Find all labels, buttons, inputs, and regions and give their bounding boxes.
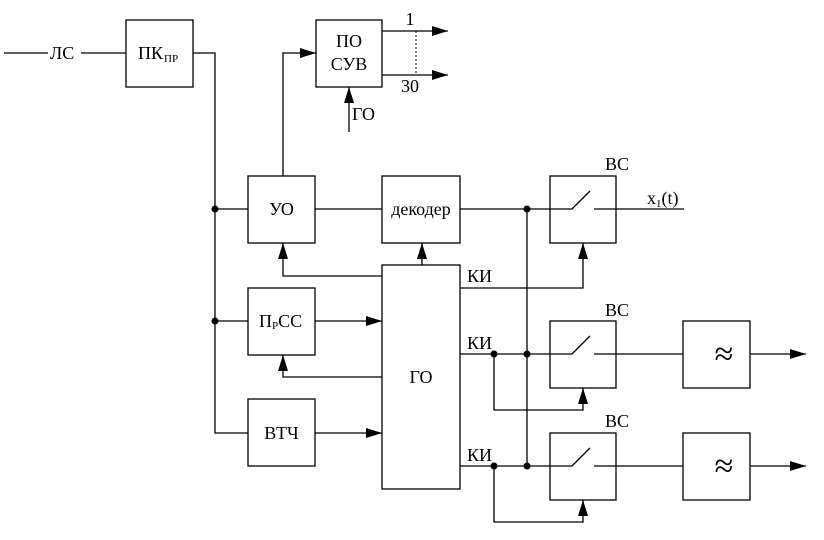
- receiver-converter-subscript: ПР: [164, 53, 178, 65]
- sync-decoder-label-2: СУВ: [331, 54, 368, 74]
- output-30-label: 30: [401, 76, 419, 96]
- switch-2-label: ВС: [605, 300, 629, 320]
- receiver-converter-label: ПК: [138, 43, 164, 63]
- junction-dot: [523, 205, 531, 213]
- switch-3-label: ВС: [605, 411, 629, 431]
- junction-dot: [211, 317, 219, 325]
- filter-icon: ≈: [715, 336, 734, 373]
- go-to-prss-arrow: [278, 355, 382, 378]
- generator-block: ГО: [381, 264, 461, 490]
- output-1-label: 1: [406, 9, 415, 29]
- go-to-uo-arrow: [278, 243, 382, 277]
- junction-dot: [523, 350, 531, 358]
- ki-3-to-switch-3: [493, 466, 588, 523]
- sync-decoder-label-1: ПО: [336, 31, 362, 51]
- decoder-block: декодер: [381, 175, 461, 244]
- uo-to-posuv-arrow: [282, 48, 316, 176]
- switch-3-block: ВС: [549, 411, 629, 501]
- ki-label-1: КИ: [467, 266, 492, 286]
- go-input-label: ГО: [352, 104, 375, 124]
- input-device-block: УО: [247, 175, 316, 244]
- filter-2-block: ≈: [682, 320, 751, 389]
- main-bus: [193, 52, 248, 434]
- x1-output-label: x1(t): [647, 188, 679, 210]
- ki-label-2: КИ: [467, 333, 492, 353]
- ki-1-to-switch-1: [460, 243, 588, 289]
- junction-dot: [211, 205, 219, 213]
- receiver-converter-block: ПК ПР: [125, 19, 194, 88]
- generator-label: ГО: [410, 367, 433, 387]
- clock-extractor-label: ВТЧ: [264, 423, 299, 443]
- junction-dot: [523, 462, 531, 470]
- switch-1-block: ВС: [549, 154, 629, 244]
- ki-label-3: КИ: [467, 445, 492, 465]
- switch-1-label: ВС: [605, 154, 629, 174]
- decoder-label: декодер: [391, 199, 451, 219]
- ki-2-to-switch-2: [493, 354, 588, 411]
- clock-extractor-block: ВТЧ: [247, 398, 316, 467]
- sync-decoder-block: ПО СУВ: [315, 19, 383, 88]
- filter-3-block: ≈: [682, 432, 751, 501]
- sync-receiver-label: ПРСС: [259, 311, 302, 332]
- sync-receiver-block: ПРСС: [247, 287, 316, 356]
- switch-2-block: ВС: [549, 300, 629, 389]
- line-label: ЛС: [50, 43, 74, 63]
- input-device-label: УО: [269, 199, 294, 219]
- filter-icon: ≈: [715, 448, 734, 485]
